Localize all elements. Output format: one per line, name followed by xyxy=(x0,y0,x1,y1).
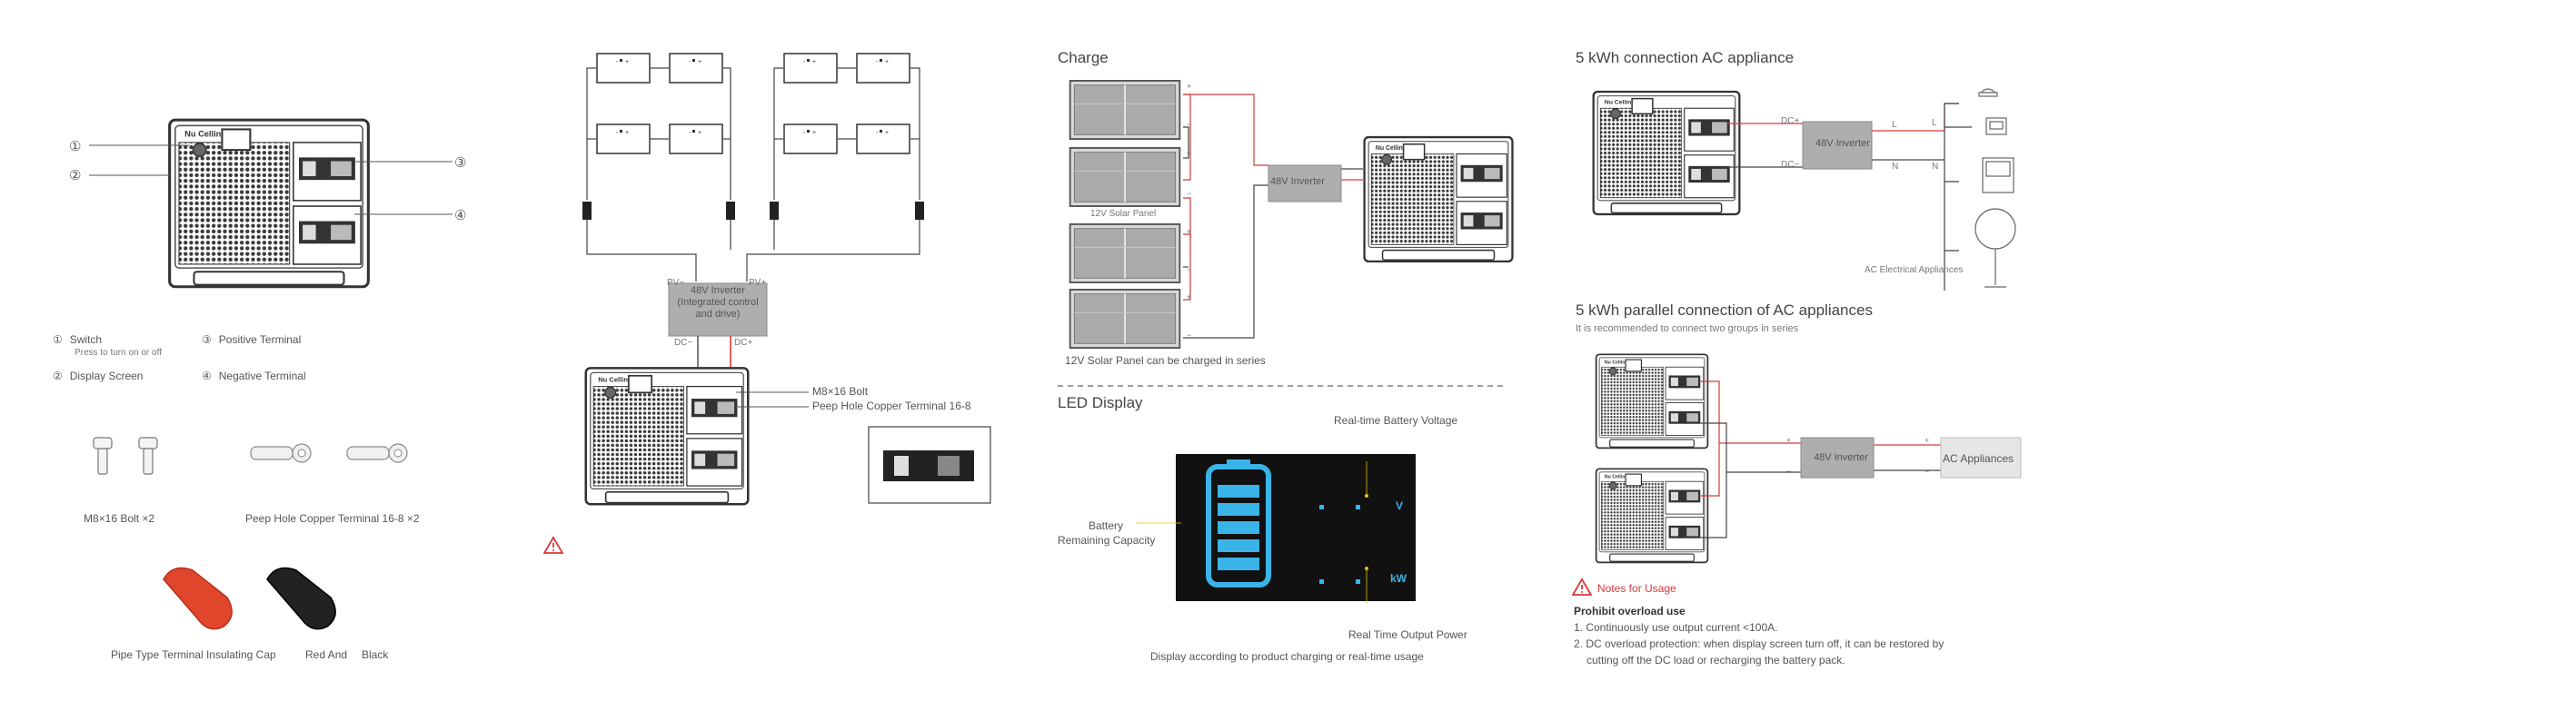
notes-item-2: 2. DC overload protection: when display … xyxy=(1574,637,1944,650)
charge-heading: Charge xyxy=(1058,49,1109,66)
led-footer: Display according to product charging or… xyxy=(1150,650,1424,663)
parallel-inverter-label: 48V Inverter xyxy=(1814,452,1868,463)
section-divider xyxy=(1058,385,1503,387)
led-unit-kw: kW xyxy=(1390,572,1407,585)
parallel-note: It is recommended to connect two groups … xyxy=(1576,323,1799,334)
parallel-minus-out: − xyxy=(1925,467,1930,476)
cap-label: Pipe Type Terminal Insulating Cap xyxy=(111,648,276,661)
pv-wiring-diagram xyxy=(582,53,991,506)
led-unit-v: V xyxy=(1396,499,1404,512)
notes-title: Notes for Usage xyxy=(1597,582,1676,595)
legend-switch-num: ① xyxy=(53,333,63,346)
parallel-heading: 5 kWh parallel connection of AC applianc… xyxy=(1576,301,1873,319)
ac5-n2: N xyxy=(1932,162,1939,172)
pv-minus-label: PV− xyxy=(667,278,685,288)
ac5-inverter-label: 48V Inverter xyxy=(1815,138,1870,149)
pv-inverter-line-3: and drive) xyxy=(695,309,741,320)
charge-plus-4: + xyxy=(1187,292,1192,301)
charge-plus-1: + xyxy=(1187,82,1192,91)
callout-lines xyxy=(89,144,453,215)
legend-negative: ④ Negative Terminal xyxy=(202,370,306,382)
pv-inverter-line-1: 48V Inverter xyxy=(691,285,745,296)
callout-2: ② xyxy=(69,168,82,183)
legend-negative-label: Negative Terminal xyxy=(218,370,306,382)
copper-terminal-illustration xyxy=(250,443,408,463)
legend-positive: ③ Positive Terminal xyxy=(202,333,301,346)
bolt-illustration xyxy=(93,437,158,475)
parallel-minus-in: − xyxy=(1786,467,1792,476)
ac5-dc-minus: DC− xyxy=(1781,160,1800,170)
charge-inverter-label: 48V Inverter xyxy=(1270,176,1325,187)
legend-positive-num: ③ xyxy=(202,333,212,346)
pv-inverter-line-2: (Integrated control xyxy=(677,297,759,308)
charge-plus-2: + xyxy=(1187,149,1192,158)
legend-display-num: ② xyxy=(53,370,63,382)
legend-display: ② Display Screen xyxy=(53,370,143,382)
charge-panel-label: 12V Solar Panel xyxy=(1090,209,1157,219)
cap-red-label: Red And xyxy=(305,648,348,661)
led-power-label: Real Time Output Power xyxy=(1348,628,1467,641)
pv-dc-minus-label: DC− xyxy=(674,338,693,348)
insulating-cap-illustration xyxy=(163,567,336,630)
bolt-label: M8×16 Bolt ×2 xyxy=(84,512,155,525)
callout-1: ① xyxy=(69,139,82,154)
led-display xyxy=(1176,454,1416,603)
notes-item-1: 1. Continuously use output current <100A… xyxy=(1574,621,1778,634)
legend-switch: ① Switch xyxy=(53,333,102,346)
notes-subtitle: Prohibit overload use xyxy=(1574,605,1686,617)
pv-inverter-box: 48V Inverter (Integrated control and dri… xyxy=(669,285,767,321)
ac5-diagram xyxy=(1592,88,2016,291)
parallel-plus-out: + xyxy=(1925,436,1930,445)
ac5-l1: L xyxy=(1892,120,1897,130)
cap-black-label: Black xyxy=(362,648,389,661)
legend-switch-label: Switch xyxy=(69,333,103,346)
legend-negative-num: ④ xyxy=(202,370,212,382)
legend-switch-sub: Press to turn on or off xyxy=(75,348,162,358)
notes-item-3: cutting off the DC load or recharging th… xyxy=(1586,654,1845,667)
led-battery-label-2: Remaining Capacity xyxy=(1058,534,1156,547)
bolt-callout: M8×16 Bolt xyxy=(812,385,869,398)
led-battery-label-1: Battery xyxy=(1089,519,1124,532)
pv-plus-label: PV+ xyxy=(749,278,767,288)
battery-pointer xyxy=(1136,522,1181,524)
notes-warning-icon xyxy=(1572,578,1592,596)
callout-3: ③ xyxy=(454,155,467,171)
charge-minus-4: − xyxy=(1187,331,1192,340)
led-heading: LED Display xyxy=(1058,394,1143,411)
parallel-plus-in: + xyxy=(1786,436,1792,445)
ac5-dc-plus: DC+ xyxy=(1781,116,1800,126)
ac5-l2: L xyxy=(1932,118,1937,128)
terminal-callout: Peep Hole Copper Terminal 16-8 xyxy=(812,400,971,412)
ac5-heading: 5 kWh connection AC appliance xyxy=(1576,49,1795,66)
ac5-n1: N xyxy=(1892,162,1899,172)
copper-terminal-label: Peep Hole Copper Terminal 16-8 ×2 xyxy=(245,512,420,525)
charge-minus-1: − xyxy=(1187,120,1192,129)
legend-display-label: Display Screen xyxy=(69,370,144,382)
warning-icon xyxy=(543,536,563,554)
pv-dc-plus-label: DC+ xyxy=(734,338,753,348)
charge-diagram xyxy=(1069,80,1514,349)
led-voltage-label: Real-time Battery Voltage xyxy=(1334,414,1458,427)
parallel-appliances-label: AC Appliances xyxy=(1943,452,2014,465)
callout-4: ④ xyxy=(454,208,467,223)
charge-series-note: 12V Solar Panel can be charged in series xyxy=(1065,354,1266,367)
parallel-diagram xyxy=(1595,353,2022,564)
charge-minus-3: − xyxy=(1187,265,1192,274)
legend-positive-label: Positive Terminal xyxy=(218,333,302,346)
charge-plus-3: + xyxy=(1187,227,1192,236)
ac5-appliances-label: AC Electrical Appliances xyxy=(1865,265,1964,275)
charge-minus-2: − xyxy=(1187,189,1192,198)
